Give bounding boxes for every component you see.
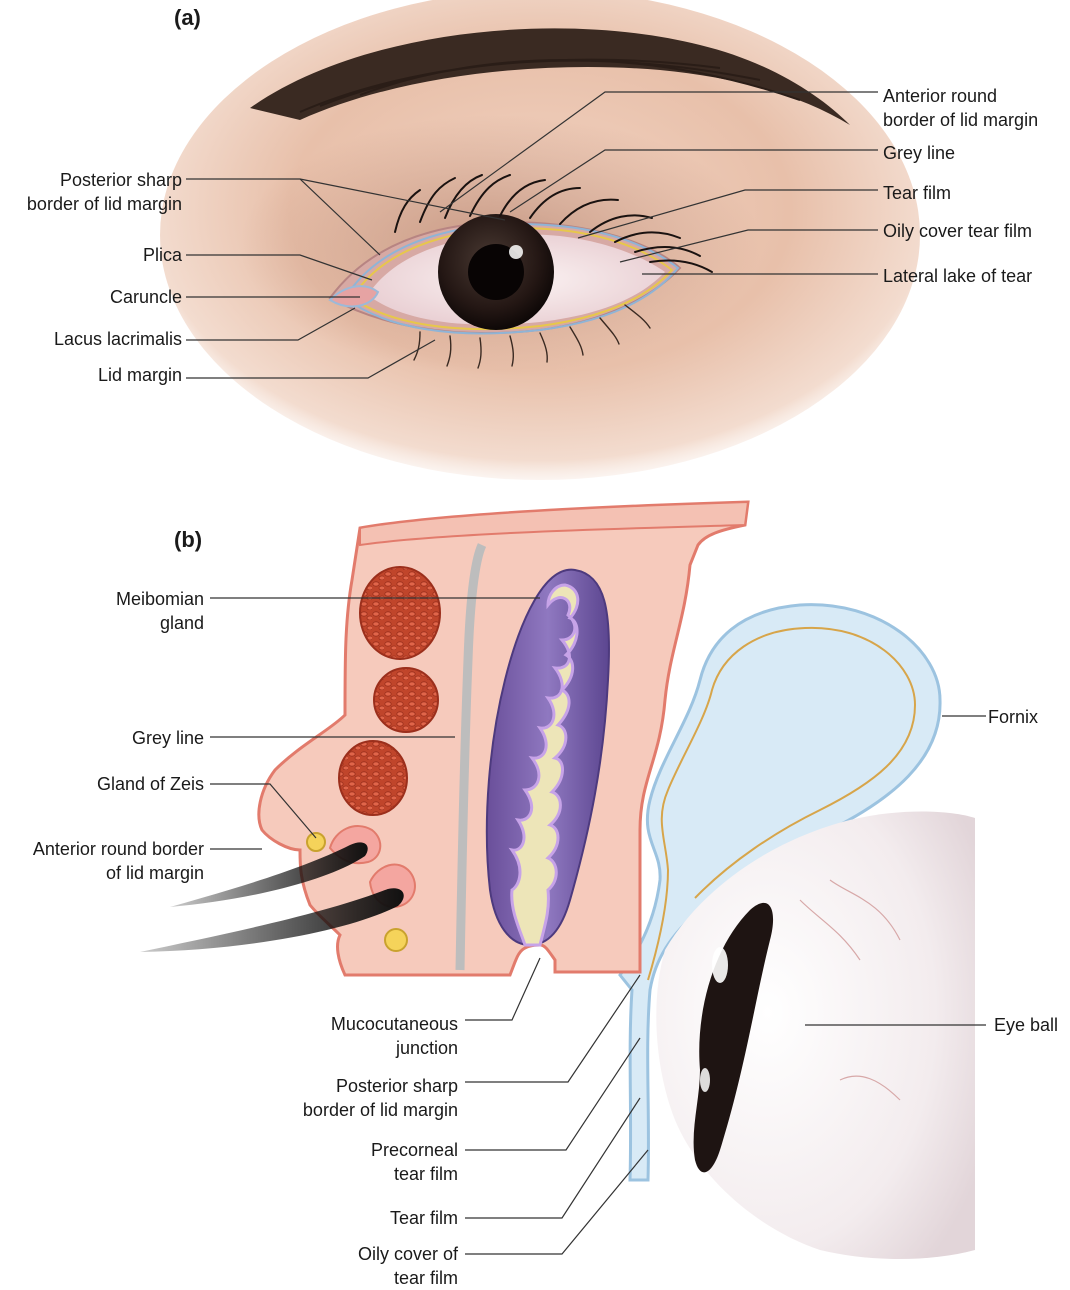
label-oily-cover-tear-film-a: Oily cover tear film [883, 219, 1032, 243]
panel-a-eye-illustration [160, 0, 920, 480]
panel-a-label: (a) [174, 6, 201, 30]
cornea-highlight-1 [712, 947, 728, 983]
label-line-2: tear film [371, 1162, 458, 1186]
label-tear-film-b: Tear film [390, 1206, 458, 1230]
label-meibomian-gland: Meibomian gland [116, 587, 204, 635]
gland-3 [339, 741, 407, 815]
label-line-2: tear film [358, 1266, 458, 1290]
label-line-1: Meibomian [116, 587, 204, 611]
gland-of-zeis-2 [385, 929, 407, 951]
label-line-1: Precorneal [371, 1138, 458, 1162]
gland-2 [374, 668, 438, 732]
label-line-2: border of lid margin [883, 108, 1038, 132]
label-line-2: border of lid margin [303, 1098, 458, 1122]
label-gland-of-zeis: Gland of Zeis [97, 772, 204, 796]
label-tear-film-a: Tear film [883, 181, 951, 205]
label-oily-cover-of-tear-film-b: Oily cover of tear film [358, 1242, 458, 1290]
label-fornix: Fornix [988, 705, 1038, 729]
cornea-highlight-2 [700, 1068, 710, 1092]
label-line-1: Oily cover of [358, 1242, 458, 1266]
label-precorneal-tear-film: Precorneal tear film [371, 1138, 458, 1186]
label-line-1: Mucocutaneous [331, 1012, 458, 1036]
label-anterior-round-border-b: Anterior round border of lid margin [33, 837, 204, 885]
label-line-2: border of lid margin [27, 192, 182, 216]
label-posterior-sharp-border-b: Posterior sharp border of lid margin [303, 1074, 458, 1122]
label-line-1: Anterior round border [33, 837, 204, 861]
label-line-2: junction [331, 1036, 458, 1060]
panel-b-cross-section [140, 502, 986, 1259]
label-mucocutaneous-junction: Mucocutaneous junction [331, 1012, 458, 1060]
iris-highlight [509, 245, 523, 259]
label-line-1: Anterior round [883, 84, 1038, 108]
label-eye-ball: Eye ball [994, 1013, 1058, 1037]
label-grey-line-b: Grey line [132, 726, 204, 750]
label-grey-line-a: Grey line [883, 141, 955, 165]
label-lateral-lake-of-tear: Lateral lake of tear [883, 264, 1032, 288]
panel-b-label: (b) [174, 528, 202, 552]
label-posterior-sharp-border-a: Posterior sharp border of lid margin [27, 168, 182, 216]
label-line-2: of lid margin [33, 861, 204, 885]
label-line-2: gland [116, 611, 204, 635]
gland-of-zeis-1 [307, 833, 325, 851]
label-anterior-round-border-a: Anterior round border of lid margin [883, 84, 1038, 132]
label-line-1: Posterior sharp [27, 168, 182, 192]
label-plica: Plica [143, 243, 182, 267]
label-line-1: Posterior sharp [303, 1074, 458, 1098]
label-lid-margin: Lid margin [98, 363, 182, 387]
label-caruncle: Caruncle [110, 285, 182, 309]
label-lacus-lacrimalis: Lacus lacrimalis [54, 327, 182, 351]
gland-1 [360, 567, 440, 659]
